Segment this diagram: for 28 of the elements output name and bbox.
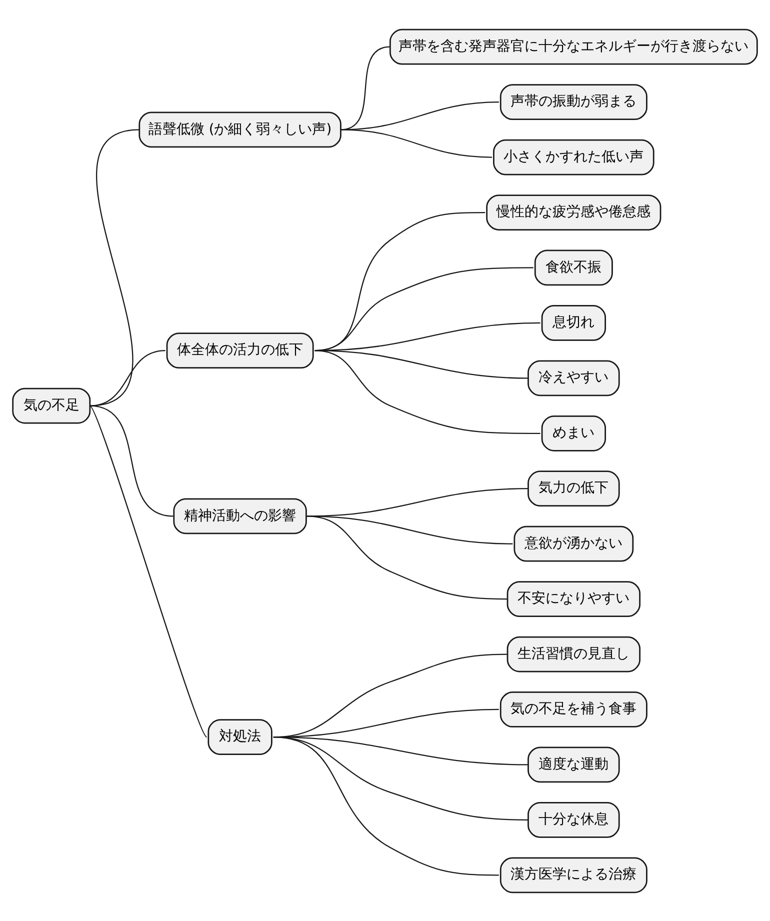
node-box: 対処法 bbox=[208, 718, 272, 755]
connector bbox=[90, 349, 166, 406]
connector bbox=[90, 404, 174, 516]
node-box: 声帯の振動が弱まる bbox=[500, 84, 648, 120]
node-box: 小さくかすれた低い声 bbox=[493, 138, 654, 175]
connector bbox=[273, 736, 499, 876]
node-box: 適度な運動 bbox=[528, 746, 620, 782]
node-box: 語聲低微 (か細く弱々しい声) bbox=[138, 111, 342, 148]
node-box: めまい bbox=[541, 414, 606, 451]
connector bbox=[89, 404, 208, 737]
node-box: 不安になりやすい bbox=[506, 580, 640, 616]
node-box: 気の不足 bbox=[12, 387, 91, 424]
node-box: 声帯を含む発声器官に十分なエネルギーが行き渡らない bbox=[389, 28, 758, 64]
node-box: 精神活動への影響 bbox=[173, 498, 307, 534]
node-box: 意欲が湧かない bbox=[514, 525, 634, 562]
node-box: 息切れ bbox=[541, 304, 606, 340]
node-box: 冷えやすい bbox=[528, 360, 620, 396]
node-box: 気の不足を補う食事 bbox=[500, 691, 648, 727]
connector bbox=[314, 349, 540, 434]
node-box: 漢方医学による治療 bbox=[500, 856, 648, 893]
node-box: 生活習慣の見直し bbox=[506, 636, 640, 672]
node-box: 食欲不振 bbox=[534, 249, 613, 286]
node-box: 十分な休息 bbox=[528, 801, 620, 838]
node-box: 体全体の活力の低下 bbox=[166, 332, 314, 368]
node-box: 慢性的な疲労感や倦怠感 bbox=[486, 194, 662, 230]
connector bbox=[306, 515, 507, 600]
node-box: 気力の低下 bbox=[528, 470, 620, 506]
connector bbox=[340, 128, 492, 158]
